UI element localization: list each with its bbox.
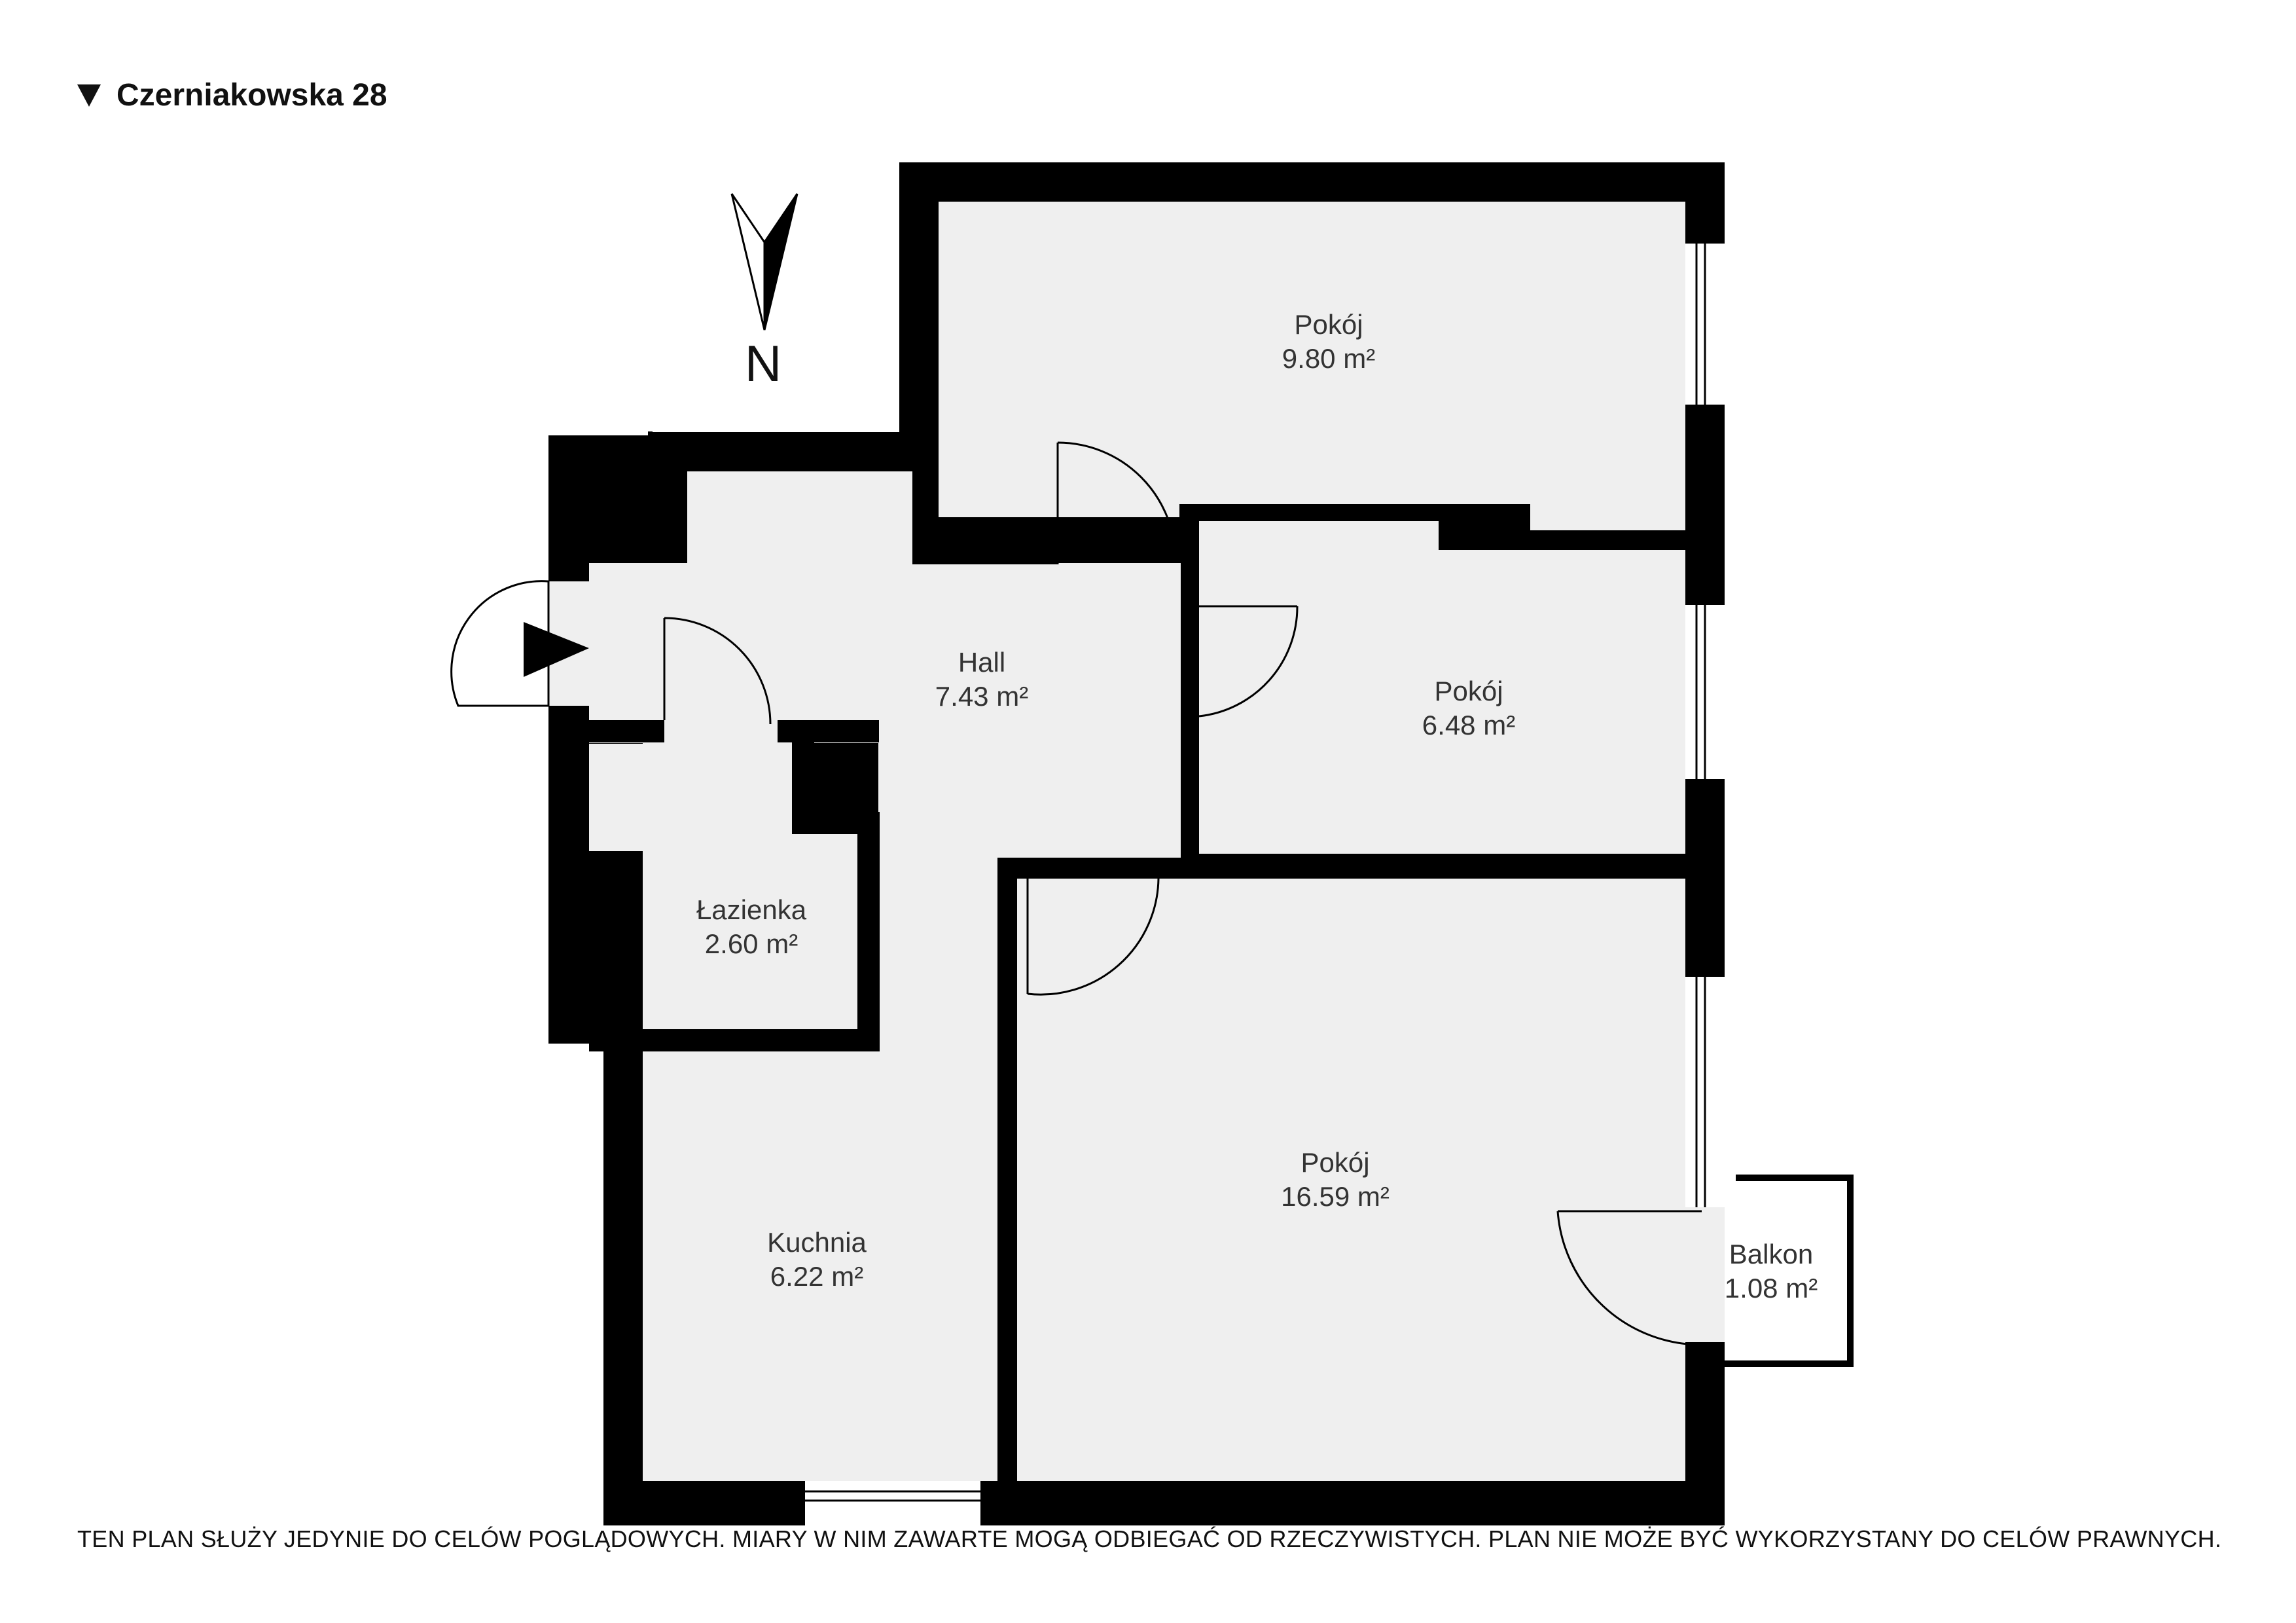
address-title: Czerniakowska 28: [117, 78, 387, 113]
floor-pokoj-top: [939, 202, 1685, 537]
caret-down-icon: [77, 84, 101, 107]
entrance-arrow-icon: [524, 622, 589, 677]
disclaimer-text: TEN PLAN SŁUŻY JEDYNIE DO CELÓW POGLĄDOW…: [77, 1525, 2222, 1552]
label-pokoj-mid-area: 6.48 m²: [1422, 710, 1515, 740]
label-hall-area: 7.43 m²: [935, 681, 1028, 712]
label-lazienka-area: 2.60 m²: [705, 928, 798, 959]
wall-mid-bottom: [1158, 858, 1685, 879]
wall-hall-mid-upper: [1181, 521, 1199, 606]
door-pokoj-mid: [1198, 605, 1299, 718]
door-bathroom: [663, 617, 772, 725]
windows: [805, 244, 1725, 1525]
door-pokoj-top: [1056, 441, 1177, 564]
floor-lazienka: [643, 742, 857, 1029]
label-hall-name: Hall: [958, 647, 1005, 678]
window-kuchnia: [805, 1481, 980, 1525]
north-compass-icon: [730, 193, 798, 331]
wall-bath-bottom: [643, 1029, 880, 1051]
wall-top-hall: [912, 545, 1058, 564]
floor-kuchnia: [643, 1051, 997, 1481]
label-balkon-area: 1.08 m²: [1725, 1273, 1818, 1304]
interior-walls: [589, 504, 1685, 1481]
door-balcony: [1556, 1210, 1702, 1346]
balcony-opening: [1685, 1207, 1725, 1342]
floor-hall-extra: [589, 563, 1181, 1051]
label-balkon-name: Balkon: [1729, 1239, 1813, 1269]
label-kuchnia-name: Kuchnia: [767, 1227, 867, 1258]
wall-top-mid-right: [1439, 530, 1685, 550]
label-kuchnia-area: 6.22 m²: [770, 1261, 863, 1292]
label-pokoj-top-name: Pokój: [1294, 309, 1363, 340]
wall-bath-left: [589, 851, 643, 1051]
room-labels: Pokój 9.80 m² Hall 7.43 m² Pokój 6.48 m²…: [696, 309, 1818, 1304]
wall-bath-right: [857, 812, 880, 1051]
floor-pokoj-mid: [1199, 521, 1685, 854]
door-pokoj-bottom: [1026, 878, 1160, 996]
wall-bath-top-right: [778, 720, 879, 742]
north-label: N: [745, 335, 781, 392]
plan-header: Czerniakowska 28: [77, 77, 387, 113]
balkon-structure: [1685, 1175, 1854, 1367]
label-pokoj-top-area: 9.80 m²: [1282, 343, 1375, 374]
label-pokoj-mid-name: Pokój: [1434, 676, 1503, 706]
label-pokoj-bottom-name: Pokój: [1300, 1147, 1369, 1178]
floor-pokoj-bottom: [1017, 879, 1685, 1481]
wall-bath-right-upper: [792, 742, 814, 821]
wall-hall-mid-lower: [1181, 716, 1199, 872]
label-lazienka-name: Łazienka: [696, 894, 807, 925]
wall-kuchnia-bottom: [997, 858, 1017, 1481]
wall-bath-top-left: [589, 720, 664, 742]
label-pokoj-bottom-area: 16.59 m²: [1281, 1181, 1390, 1212]
